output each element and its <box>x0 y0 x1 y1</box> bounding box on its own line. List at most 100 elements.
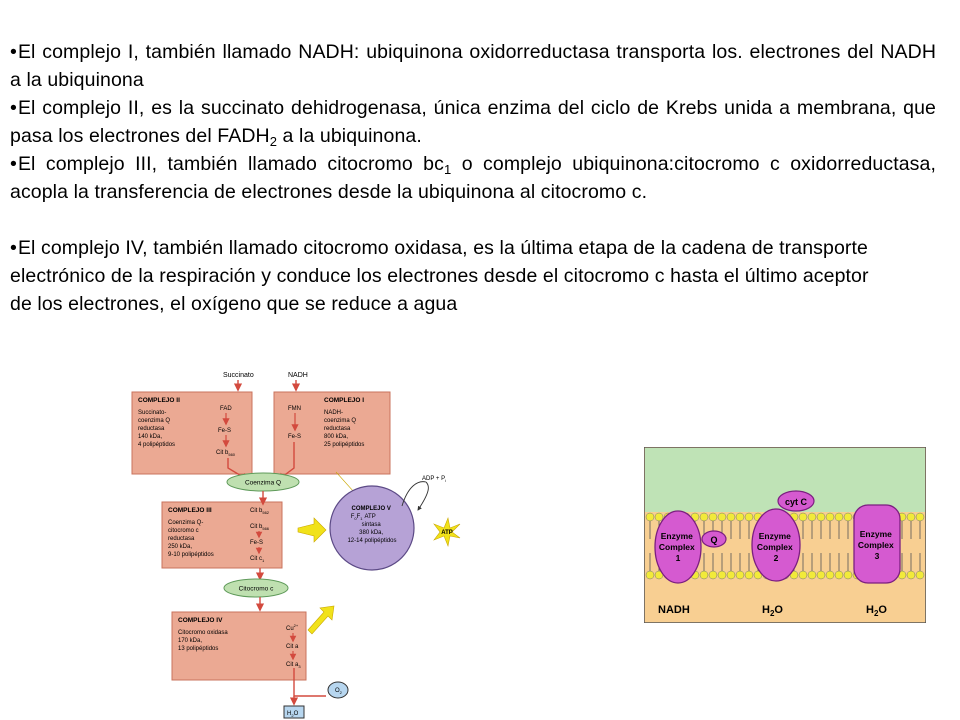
yellow-arrow-3 <box>307 605 335 635</box>
complex-iv-box <box>171 611 307 681</box>
cofactor-cit-c1: Cit c1 <box>250 556 265 563</box>
enzyme-complex-3-label: Enzyme Complex 3 <box>858 529 896 561</box>
adp-curve <box>401 481 427 507</box>
complex-iii-desc: Coenzima Q- citocromo c reductasa 250 kD… <box>168 520 214 558</box>
lipid-head <box>735 512 745 522</box>
lipid-head <box>825 512 835 522</box>
lipid-head <box>906 512 916 522</box>
bullet-dot: • <box>10 153 17 175</box>
enzyme-complex-3 <box>853 504 901 584</box>
lipid-head <box>717 512 727 522</box>
h2o-label: H2O <box>287 711 299 718</box>
cofactor-fmn: FMN <box>288 406 301 412</box>
lipid-head <box>834 570 844 580</box>
lipid-head <box>807 570 817 580</box>
cofactor-cit-b562: Cit b562 <box>250 508 270 515</box>
paragraph-2-text-end: a la ubiquinona. <box>277 125 422 147</box>
paragraph-3-text: El complejo III, también llamado citocro… <box>17 153 444 175</box>
succinato-label: Succinato <box>223 372 254 379</box>
lipid-head <box>699 512 709 522</box>
cofactor-cit-b560: Cit b560 <box>216 450 236 457</box>
paragraph-3-text-end: o complejo ubiquinona:citocromo c oxidor… <box>10 153 936 203</box>
lipid-head <box>708 512 718 522</box>
complex-iii-title: COMPLEJO III <box>168 507 212 514</box>
lipid-head <box>726 570 736 580</box>
cofactor-cit-b566: Cit b566 <box>250 524 270 531</box>
paragraph-2-subscript: 2 <box>269 134 278 149</box>
atp-star <box>433 516 461 548</box>
complex-v-circle <box>329 485 415 571</box>
enzyme-complex-1 <box>654 510 702 584</box>
adp-label: ADP + Pi <box>422 476 446 483</box>
complex-i-desc: NADH- coenzima Q reductasa 800 kDa, 25 p… <box>324 410 364 448</box>
lipid-head <box>798 512 808 522</box>
adp-to-atp-arrow <box>417 481 429 511</box>
lipid-head <box>645 512 655 522</box>
cyt-c-molecule <box>777 490 815 512</box>
paragraph-complex-2: •El complejo II, es la succinato dehidro… <box>10 94 936 150</box>
complex-ii-box <box>131 391 253 475</box>
h2o-box <box>283 705 305 719</box>
lipid-head <box>906 570 916 580</box>
lipid-head <box>798 570 808 580</box>
paragraph-complex-1: •El complejo I, también llamado NADH: ub… <box>10 38 936 94</box>
lipid-head <box>726 512 736 522</box>
lipid-head <box>744 570 754 580</box>
cyt-c-label: cyt C <box>785 497 808 507</box>
complex-iv-desc: Citocromo oxidasa 170 kDa, 13 polipéptid… <box>178 630 229 652</box>
lipid-head <box>735 570 745 580</box>
yellow-arrow-2 <box>297 517 327 543</box>
lipid-head <box>915 570 925 580</box>
atp-label: ATP <box>441 530 453 536</box>
lipid-head <box>843 512 853 522</box>
text-block: •El complejo I, también llamado NADH: ub… <box>10 38 936 318</box>
paragraph-3-subscript: 1 <box>443 162 452 177</box>
enzyme-complex-1-label: Enzyme Complex 1 <box>659 531 697 563</box>
cytochrome-c-oval <box>223 578 289 598</box>
complex-iv-title: COMPLEJO IV <box>178 617 223 624</box>
q-label: Q <box>710 535 717 545</box>
cofactor-cu: Cu2+ <box>286 623 299 632</box>
lipid-head <box>708 570 718 580</box>
nadh-top-label: NADH <box>288 372 308 379</box>
bullet-dot: • <box>10 41 17 63</box>
o2-label: O2 <box>335 688 343 695</box>
complex-i-title: COMPLEJO I <box>324 397 364 404</box>
cofactor-fad: FAD <box>220 406 232 412</box>
lipid-head <box>654 512 664 522</box>
paragraph-2-text: El complejo II, es la succinato dehidrog… <box>10 97 936 147</box>
cofactor-fes-i: Fe-S <box>288 434 301 440</box>
lipid-head <box>834 512 844 522</box>
lipid-head <box>744 512 754 522</box>
electron-transport-flow-diagram: Succinato NADH COMPLEJO II Succinato- co… <box>131 372 461 719</box>
paragraph-gap <box>10 206 936 234</box>
membrane-illustration: Enzyme Complex 1 Q Enzyme Complex 2 cyt … <box>644 447 926 623</box>
lipid-head <box>717 570 727 580</box>
cofactor-fes-iii: Fe-S <box>250 540 263 546</box>
lipid-head <box>825 570 835 580</box>
coenzyme-q-label: Coenzima Q <box>245 480 281 487</box>
o2-circle <box>327 681 349 699</box>
h2o-label-1: H2O <box>762 604 783 618</box>
cytochrome-c-label: Citocromo c <box>239 586 274 593</box>
bullet-dot: • <box>10 97 17 119</box>
h2o-label-2: H2O <box>866 604 887 618</box>
bullet-dot: • <box>10 237 17 259</box>
paragraph-4-text: El complejo IV, también llamado citocrom… <box>10 237 869 315</box>
lipid-head <box>915 512 925 522</box>
q-molecule <box>701 530 727 548</box>
nadh-label: NADH <box>658 604 690 616</box>
paragraph-1-text: El complejo I, también llamado NADH: ubi… <box>10 41 936 91</box>
lipid-head <box>645 570 655 580</box>
cofactor-fes-ii: Fe-S <box>218 428 231 434</box>
lipid-head <box>807 512 817 522</box>
lipid-head <box>816 512 826 522</box>
lipid-head <box>699 570 709 580</box>
complex-i-box <box>273 391 391 475</box>
lipid-head <box>843 570 853 580</box>
cofactor-cit-a: Cit a <box>286 644 299 650</box>
complex-ii-desc: Succinato- coenzima Q reductasa 140 kDa,… <box>138 410 175 448</box>
enzyme-complex-2-label: Enzyme Complex 2 <box>757 531 795 563</box>
complex-ii-title: COMPLEJO II <box>138 397 180 404</box>
